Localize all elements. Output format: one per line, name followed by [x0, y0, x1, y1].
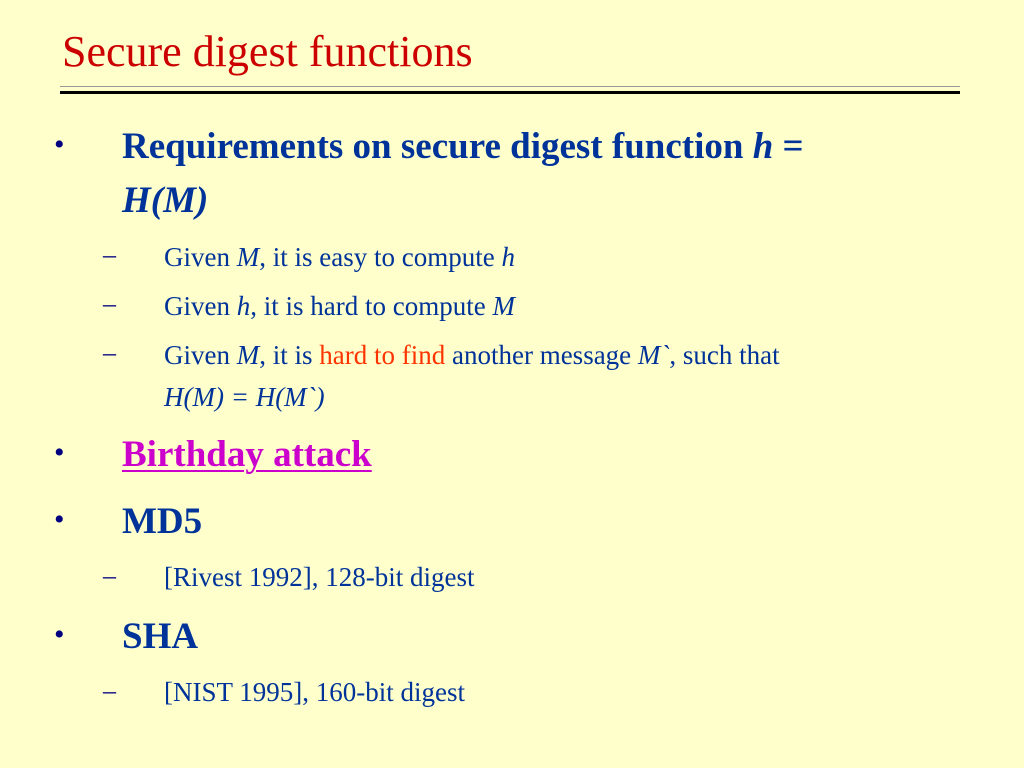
- h-of-m: H(M): [122, 180, 209, 221]
- sub-sha-detail: [NIST 1995], 160-bit digest: [164, 677, 465, 707]
- hard-to-find-highlight: hard to find: [319, 340, 446, 370]
- bullet-requirements: Requirements on secure digest function h…: [122, 124, 804, 170]
- var-m: M: [492, 291, 515, 321]
- sub-text: , such that: [669, 340, 780, 370]
- sub-text: Given: [164, 291, 237, 321]
- bullet-requirements-text: Requirements on secure digest function: [122, 126, 753, 167]
- sub-easy-compute: Given M, it is easy to compute h: [164, 238, 515, 276]
- sub-text: , it is: [259, 340, 320, 370]
- sub-text: , it is hard to compute: [250, 291, 493, 321]
- bullet-sha: SHA: [122, 616, 199, 657]
- sub-text: another message: [445, 340, 638, 370]
- dash-marker: –: [103, 676, 116, 705]
- bullet-md5: MD5: [122, 501, 203, 542]
- sub-hard-compute: Given h, it is hard to compute M: [164, 287, 515, 325]
- equals-sign: =: [773, 126, 804, 167]
- sub-md5-detail: [Rivest 1992], 128-bit digest: [164, 562, 475, 592]
- var-m: M: [236, 340, 260, 370]
- var-m: M: [236, 242, 260, 272]
- dash-marker: –: [103, 289, 116, 318]
- sub-text: , it is easy to compute: [259, 242, 502, 272]
- dash-marker: –: [103, 561, 116, 590]
- title-divider-thick: [60, 91, 960, 94]
- slide-title: Secure digest functions: [62, 27, 473, 76]
- var-h: h: [501, 242, 515, 272]
- bullet-marker: •: [54, 618, 65, 651]
- bullet-marker: •: [54, 128, 65, 161]
- sub-collision-line2: H(M) = H(M`): [164, 378, 325, 416]
- bullet-marker: •: [54, 436, 65, 469]
- birthday-attack-link[interactable]: Birthday attack: [122, 434, 372, 475]
- h-var: h: [752, 126, 774, 167]
- bullet-marker: •: [54, 503, 65, 536]
- var-h: h: [236, 291, 251, 321]
- collision-equation: H(M) = H(M`): [164, 382, 325, 412]
- sub-text: Given: [164, 340, 237, 370]
- bullet-birthday-attack: Birthday attack: [122, 432, 372, 478]
- bullet-requirements-line2: H(M): [122, 178, 208, 224]
- sub-text: Given: [164, 242, 237, 272]
- var-m-prime: M`: [637, 340, 670, 370]
- dash-marker: –: [103, 240, 116, 269]
- sub-collision: Given M, it is hard to find another mess…: [164, 336, 780, 374]
- dash-marker: –: [103, 338, 116, 367]
- title-divider-thin: [60, 86, 960, 87]
